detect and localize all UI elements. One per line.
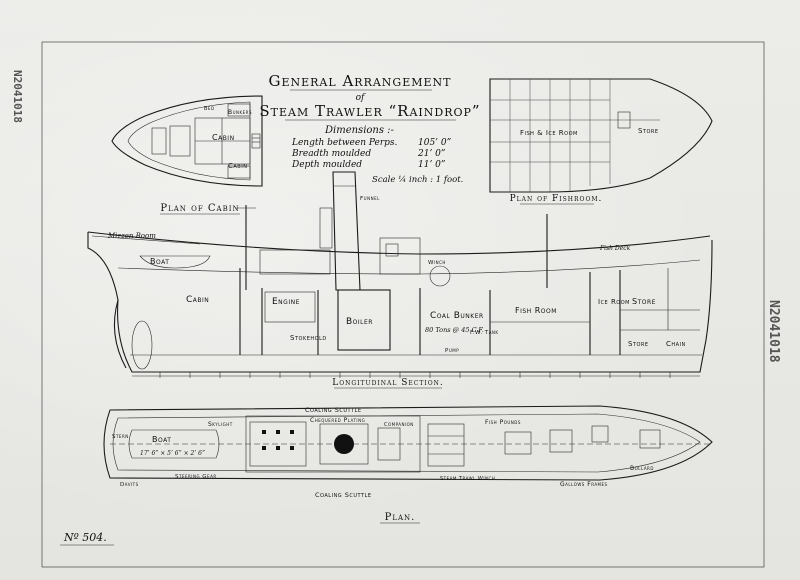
bed-label: Bed <box>204 106 215 112</box>
plan-boat-dims: 17’ 6” × 5’ 6” × 2’ 6” <box>140 450 205 457</box>
fish-pounds-label: Fish Pounds <box>485 419 521 426</box>
trawl-winch-shape <box>429 265 451 287</box>
gallows-frames-label: Gallows Frames <box>560 481 608 488</box>
dimension-value-length: 105’ 0” <box>418 138 452 148</box>
steering-gear-label: Steering Gear <box>175 474 217 480</box>
plan-boat-label: Boat <box>152 435 171 444</box>
section-fw-tank-label: F.W. Tank <box>470 330 499 336</box>
section-winch-label: Winch <box>428 260 446 266</box>
steam-winch-label: Steam Trawl Winch <box>440 476 495 482</box>
title-line-1: General Arrangement <box>268 72 451 90</box>
section-store-label: Store <box>632 297 656 306</box>
dimension-value-depth: 11’ 0” <box>418 160 446 170</box>
bollard-label: Bollard <box>630 465 654 472</box>
dimension-label-length: Length between Perps. <box>291 138 398 148</box>
section-funnel-label: Funnel <box>360 196 380 202</box>
section-coal-capacity-label: 80 Tons @ 45 C.F. <box>425 326 484 334</box>
dimensions-heading: Dimensions :- <box>324 125 395 136</box>
mizzen-boom-label: Mizzen Boom <box>107 232 156 240</box>
plan-caption: Plan. <box>385 512 416 523</box>
cabin-label-2: Cabin <box>228 162 247 170</box>
archive-stamp-top: N2041018 <box>11 70 24 123</box>
coaling-scuttle-top-label: Coaling Scuttle <box>305 406 362 414</box>
title-line-3: Steam Trawler “Raindrop” <box>259 102 480 120</box>
section-ice-room-label: Ice Room <box>598 298 630 306</box>
drawing-number: Nº 504. <box>63 531 107 544</box>
companion-label: Companion <box>384 422 414 428</box>
skylight-lights <box>262 430 294 450</box>
section-fish-room-label: Fish Room <box>515 306 557 315</box>
title-line-2: of <box>356 93 366 103</box>
dimension-label-depth: Depth moulded <box>291 160 362 170</box>
section-boat-label: Boat <box>150 257 169 266</box>
boiler-shape <box>337 289 391 351</box>
longitudinal-section-view: Mizzen Boom Boat Cabin Engine Stokehold … <box>87 171 713 389</box>
section-pump-label: Pump <box>445 348 459 354</box>
scale-note: Scale ¼ inch : 1 foot. <box>372 174 463 185</box>
engine-casing <box>245 415 421 473</box>
section-chain-label: Chain <box>666 340 686 348</box>
steam-winch-plan <box>427 423 465 467</box>
plan-of-fishroom-view: Fish & Ice Room Store Plan of Fishroom. <box>489 78 713 205</box>
bunkers-label: Bunkers <box>228 109 252 116</box>
plan-of-fishroom-caption: Plan of Fishroom. <box>510 194 603 204</box>
deck-outline <box>103 405 713 481</box>
section-coal-bunker-label: Coal Bunker <box>430 311 484 321</box>
stern-label: Stern <box>112 434 129 440</box>
coaling-scuttle-bottom-label: Coaling Scuttle <box>315 491 372 499</box>
dimension-label-breadth: Breadth moulded <box>291 149 371 159</box>
dimension-value-breadth: 21’ 0” <box>417 149 446 159</box>
archive-stamp-side: N2041018 <box>766 300 781 363</box>
section-stokehold-label: Stokehold <box>290 334 327 342</box>
section-engine-label: Engine <box>272 297 300 307</box>
skylight-label: Skylight <box>208 421 233 428</box>
engine-block <box>264 291 316 323</box>
plan-of-cabin-view: Cabin Cabin Bunkers Bed Plan of Cabin <box>111 95 263 215</box>
section-fish-deck-label: Fish Deck <box>599 245 631 252</box>
section-cabin-label: Cabin <box>186 295 209 305</box>
cabin-label: Cabin <box>212 133 235 142</box>
drawing-border <box>41 41 765 568</box>
fishroom-pounds-grid <box>490 79 660 192</box>
fishroom-store-label: Store <box>638 127 659 135</box>
frame-ticks <box>159 372 671 378</box>
fish-ice-room-label: Fish & Ice Room <box>520 129 578 137</box>
section-boiler-label: Boiler <box>346 317 373 327</box>
deck-plan-view: Coaling Scuttle Coaling Scuttle Chequere… <box>103 405 713 524</box>
funnel-shape <box>332 171 361 291</box>
longitudinal-section-caption: Longitudinal Section. <box>332 378 444 388</box>
boat-plan <box>128 429 220 459</box>
funnel-plan-circle <box>334 434 354 454</box>
hull-profile <box>87 232 713 373</box>
plan-of-cabin-caption: Plan of Cabin <box>160 203 239 214</box>
chequered-plating-label: Chequered Plating <box>310 417 365 424</box>
davits-label: Davits <box>120 482 139 488</box>
section-store-2-label: Store <box>628 340 649 348</box>
